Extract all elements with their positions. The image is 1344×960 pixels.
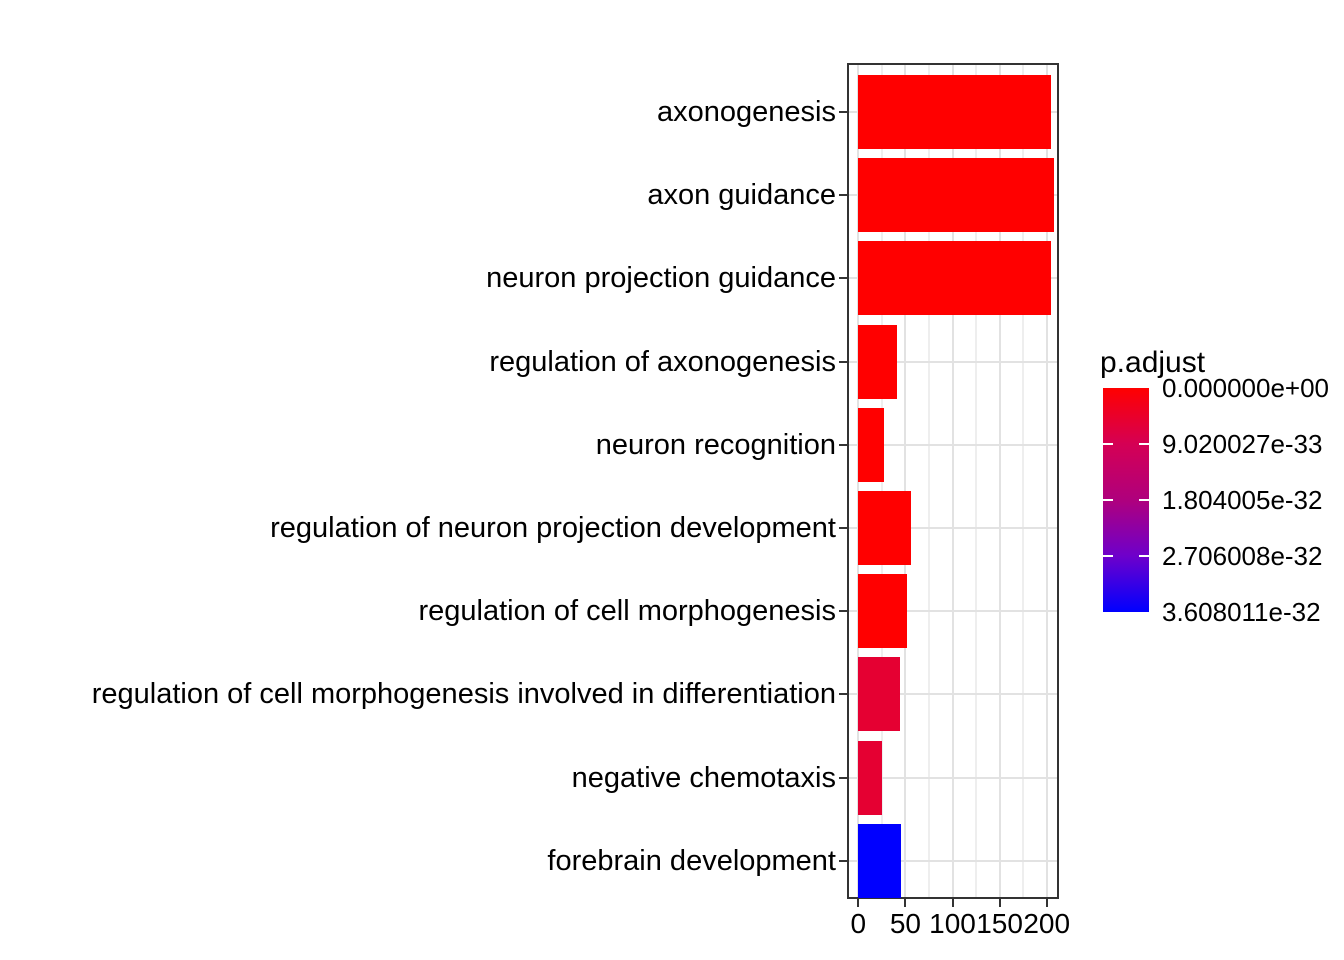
gridline-major-horizontal: [849, 610, 1057, 613]
x-axis-tick: [857, 899, 860, 907]
bar-regulation-of-cell-morphogenesis-involved-in-differentiation: [858, 657, 900, 732]
y-axis-tick: [839, 443, 847, 446]
x-axis-tick: [998, 899, 1001, 907]
bar-axon-guidance: [858, 158, 1055, 233]
y-axis-tick: [839, 194, 847, 197]
legend-tick-dash: [1103, 443, 1113, 445]
y-axis-label: neuron projection guidance: [486, 262, 836, 295]
y-axis-label: axonogenesis: [657, 96, 836, 128]
gridline-major-horizontal: [849, 360, 1057, 363]
gridline-minor-vertical: [927, 65, 930, 897]
x-axis-label: 150: [976, 908, 1023, 939]
gridline-major-horizontal: [849, 859, 1057, 862]
gridline-major-horizontal: [849, 443, 1057, 446]
legend-value-label: 9.020027e-33: [1162, 429, 1323, 459]
legend-tick-dash: [1139, 443, 1149, 445]
bar-forebrain-development: [858, 823, 901, 898]
bar-axonogenesis: [858, 75, 1052, 149]
y-axis-label: negative chemotaxis: [571, 761, 836, 794]
gridline-major-horizontal: [849, 527, 1057, 529]
y-axis-tick: [839, 859, 847, 862]
legend-title: p.adjust: [1100, 346, 1206, 379]
bar-regulation-of-axonogenesis: [858, 324, 897, 399]
y-axis-label: axon guidance: [647, 179, 836, 212]
y-axis-label: forebrain development: [547, 844, 836, 877]
bar-neuron-recognition: [858, 407, 884, 482]
gridline-major-vertical: [904, 65, 907, 897]
gridline-major-horizontal: [849, 693, 1057, 696]
x-axis-tick: [904, 899, 907, 907]
x-axis-tick: [1045, 899, 1048, 907]
legend-tick-dash: [1139, 555, 1149, 557]
x-axis-label: 50: [889, 908, 921, 939]
y-axis-label: neuron recognition: [595, 428, 836, 461]
y-axis-label: regulation of neuron projection developm…: [270, 512, 836, 544]
y-axis-label: regulation of cell morphogenesis involve…: [91, 678, 836, 711]
legend-value-label: 2.706008e-32: [1162, 541, 1323, 571]
x-axis-label: 200: [1023, 908, 1071, 939]
y-axis-label: regulation of cell morphogenesis: [418, 595, 836, 628]
legend-value-label: 1.804005e-32: [1162, 485, 1323, 515]
gridline-major-vertical: [1045, 65, 1048, 897]
y-axis-tick: [839, 610, 847, 613]
legend-tick-dash: [1139, 499, 1149, 501]
x-axis-label: 100: [929, 908, 976, 939]
plot-panel: [847, 63, 1059, 899]
y-axis-tick: [839, 360, 847, 363]
x-axis-tick: [951, 899, 954, 907]
gridline-major-vertical: [951, 65, 954, 897]
legend-tick-dash: [1103, 499, 1113, 501]
y-axis-tick: [839, 277, 847, 280]
y-axis-tick: [839, 776, 847, 779]
bar-neuron-projection-guidance: [858, 241, 1052, 316]
bar-negative-chemotaxis: [858, 740, 882, 815]
gridline-major-horizontal: [849, 776, 1057, 779]
y-axis-tick: [839, 527, 847, 529]
legend-tick-dash: [1103, 555, 1113, 557]
x-axis-label: 0: [850, 908, 867, 939]
gridline-minor-vertical: [975, 65, 978, 897]
y-axis-tick: [839, 111, 847, 113]
bar-regulation-of-cell-morphogenesis: [858, 574, 908, 649]
gridline-major-vertical: [998, 65, 1001, 897]
legend-value-label: 3.608011e-32: [1162, 597, 1321, 627]
gridline-minor-vertical: [1022, 65, 1025, 897]
y-axis-tick: [839, 693, 847, 696]
legend-value-label: 0.000000e+00: [1162, 373, 1330, 403]
bar-regulation-of-neuron-projection-development: [858, 491, 912, 565]
y-axis-label: regulation of axonogenesis: [489, 345, 836, 378]
